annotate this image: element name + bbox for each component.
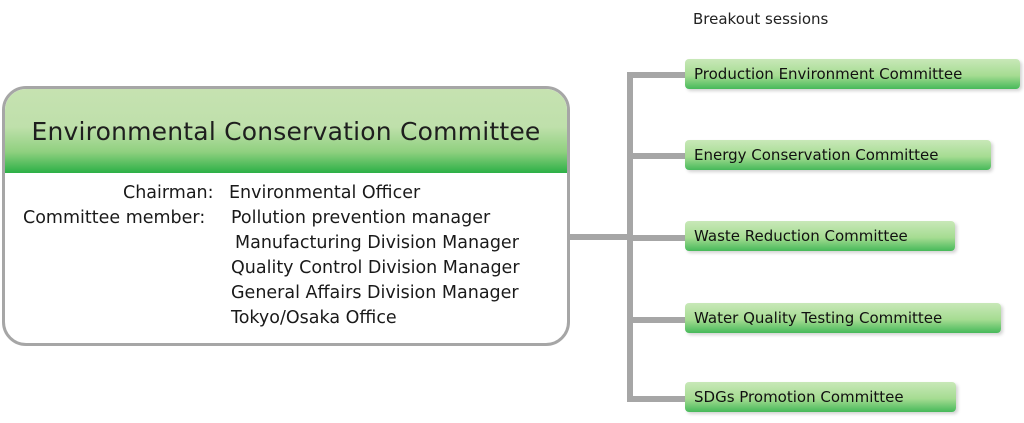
member-item: Manufacturing Division Manager (235, 233, 519, 253)
subcommittee-energy-conservation: Energy Conservation Committee (685, 140, 991, 170)
member-item: Tokyo/Osaka Office (231, 308, 397, 328)
main-committee-title: Environmental Conservation Committee (31, 116, 541, 146)
chairman-value: Environmental Officer (229, 183, 421, 203)
subcommittee-water-quality-testing: Water Quality Testing Committee (685, 303, 1001, 333)
subcommittee-waste-reduction: Waste Reduction Committee (685, 221, 955, 251)
member-item: Quality Control Division Manager (231, 258, 520, 278)
subcommittee-sdgs-promotion: SDGs Promotion Committee (685, 382, 956, 412)
main-committee-header: Environmental Conservation Committee (5, 89, 567, 173)
chairman-label: Chairman: (123, 183, 214, 203)
member-item: General Affairs Division Manager (231, 283, 519, 303)
committee-member-label: Committee member: (23, 208, 206, 228)
breakout-sessions-heading: Breakout sessions (693, 10, 829, 28)
member-item: Pollution prevention manager (231, 208, 491, 228)
subcommittee-production-environment: Production Environment Committee (685, 59, 1020, 89)
main-committee-box: Environmental Conservation Committee Cha… (2, 86, 570, 346)
